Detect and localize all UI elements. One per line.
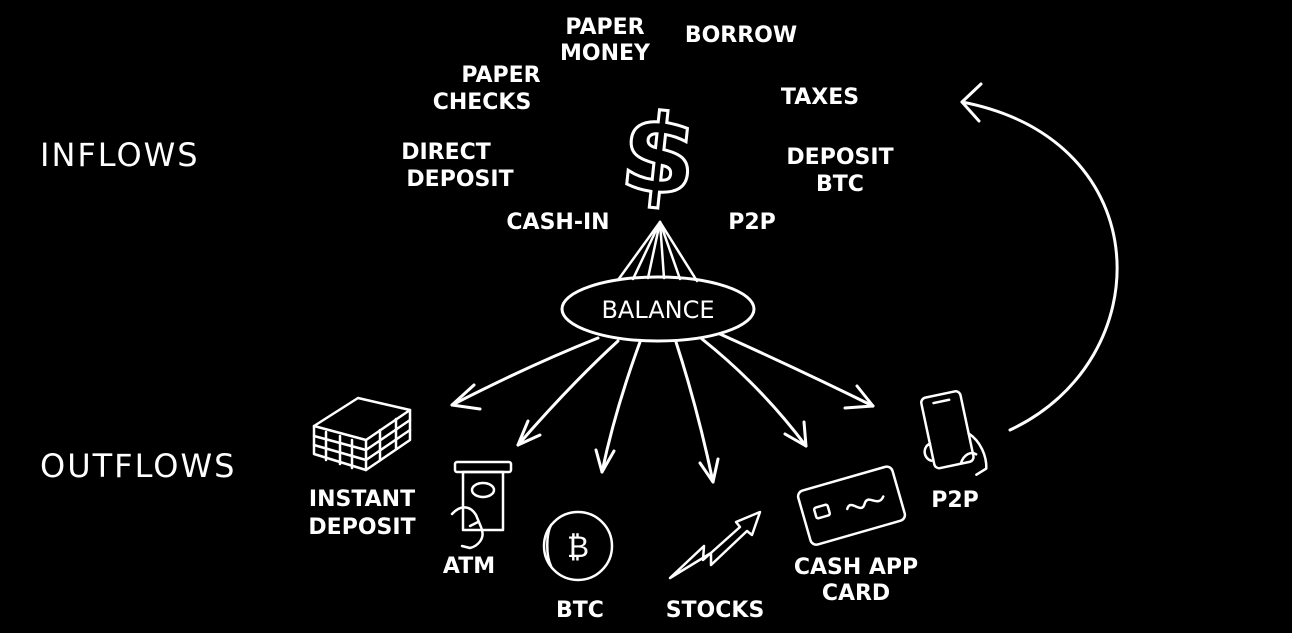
paper-money-line2: MONEY	[560, 41, 651, 66]
inflows-label: INFLOWS	[40, 136, 200, 174]
inflow-paper-money: PAPER MONEY	[560, 15, 651, 66]
instant-deposit-line2: DEPOSIT	[308, 515, 415, 540]
outflow-atm: ATM	[443, 554, 495, 579]
direct-deposit-line1: DIRECT	[401, 140, 491, 165]
bitcoin-coin-icon: ₿	[542, 510, 614, 582]
arrow-to-p2p	[718, 332, 875, 408]
outflow-cash-app-card: CASH APP CARD	[794, 555, 918, 606]
deposit-btc-line2: BTC	[816, 172, 864, 197]
outflow-stocks: STOCKS	[666, 598, 765, 623]
payment-card-icon	[796, 465, 907, 546]
instant-deposit-line1: INSTANT	[309, 487, 415, 512]
paper-checks-line1: PAPER	[461, 63, 540, 88]
arrow-to-instant-deposit	[450, 336, 600, 407]
deposit-btc-line1: DEPOSIT	[786, 145, 893, 170]
outflow-arrows	[450, 332, 875, 484]
arrow-to-atm	[516, 339, 620, 447]
outflow-instant-deposit: INSTANT DEPOSIT	[308, 487, 415, 540]
cash-app-card-line1: CASH APP	[794, 555, 918, 580]
inflow-p2p: P2P	[728, 210, 776, 235]
atm-withdraw-icon	[450, 460, 513, 550]
inflow-cash-in: CASH-IN	[506, 210, 609, 235]
paper-checks-line2: CHECKS	[433, 90, 532, 115]
paper-money-line1: PAPER	[565, 15, 644, 40]
cash-app-card-line2: CARD	[822, 581, 890, 606]
bitcoin-symbol-icon: ₿	[567, 530, 589, 565]
outflow-p2p: P2P	[931, 488, 979, 513]
inflow-taxes: TAXES	[781, 85, 859, 110]
direct-deposit-line2: DEPOSIT	[406, 167, 513, 192]
stocks-up-arrow-icon	[668, 510, 762, 580]
inflow-deposit-btc: DEPOSIT BTC	[786, 145, 893, 197]
money-stack-icon	[312, 396, 412, 472]
outflow-btc: BTC	[556, 598, 604, 623]
balance-label: BALANCE	[601, 296, 714, 324]
dollar-sign-icon: $	[615, 89, 703, 221]
inflow-paper-checks: PAPER CHECKS	[433, 63, 541, 115]
outflows-label: OUTFLOWS	[40, 447, 236, 485]
inflow-direct-deposit: DIRECT DEPOSIT	[401, 140, 513, 192]
arrow-to-btc	[600, 340, 642, 474]
balance-ellipse	[560, 275, 756, 343]
arrow-to-stocks	[674, 340, 715, 484]
return-arc-arrow	[960, 82, 1119, 432]
inflow-fan-lines	[616, 220, 699, 283]
phone-in-hand-icon	[920, 390, 988, 476]
arrow-to-cash-app-card	[700, 337, 808, 448]
inflow-borrow: BORROW	[685, 23, 797, 48]
